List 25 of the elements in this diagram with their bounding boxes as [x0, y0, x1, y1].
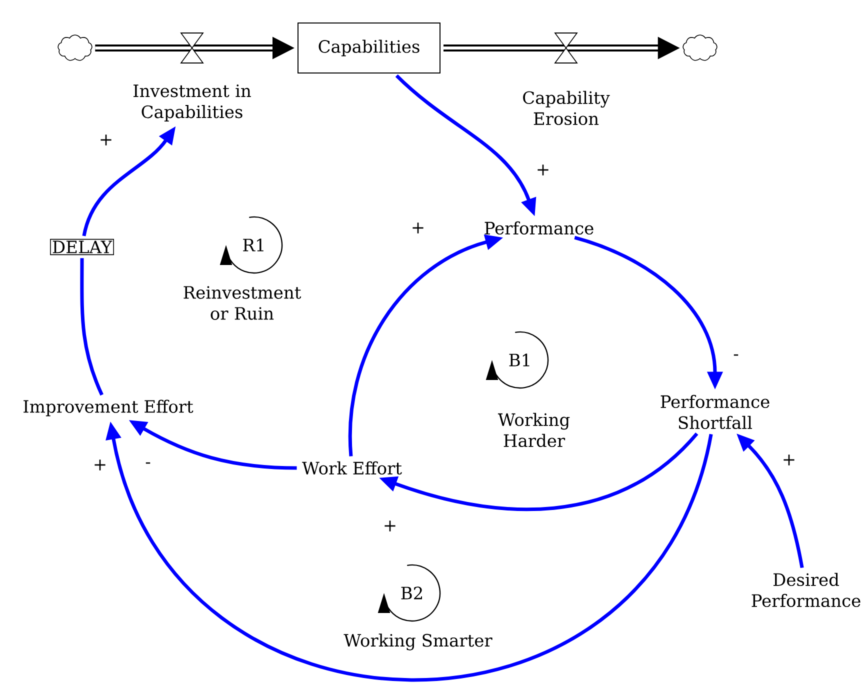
stock-box: Capabilities: [298, 22, 440, 74]
variable-label: Work Effort: [302, 461, 402, 475]
polarity-sign: +: [410, 222, 426, 234]
loop-id: B1: [509, 354, 530, 366]
variable-label: Investment in Capabilities: [134, 84, 251, 122]
cloud-shape: [682, 34, 718, 61]
polarity-sign: +: [98, 134, 114, 146]
polarity-sign: +: [534, 164, 552, 176]
loop-id: B2: [401, 586, 422, 600]
loop-id: R1: [243, 238, 264, 252]
polarity-sign: +: [382, 520, 398, 532]
variable-label: Performance Shortfall: [660, 394, 770, 430]
delay-box: DELAY: [50, 238, 114, 256]
variable-label: Desired Performance: [752, 572, 860, 608]
loop-name: Working Smarter: [344, 634, 492, 650]
variable-label: Capability Erosion: [523, 90, 610, 126]
variable-label: Performance: [484, 221, 594, 235]
polarity-sign: +: [92, 458, 108, 472]
polarity-sign: -: [144, 461, 152, 469]
variable-label: Improvement Effort: [24, 400, 194, 416]
cloud-shape: [58, 34, 92, 61]
polarity-sign: -: [732, 353, 740, 361]
loop-name: Working Harder: [498, 412, 570, 448]
loop-name: Reinvestment or Ruin: [184, 286, 302, 320]
polarity-sign: +: [780, 454, 798, 466]
